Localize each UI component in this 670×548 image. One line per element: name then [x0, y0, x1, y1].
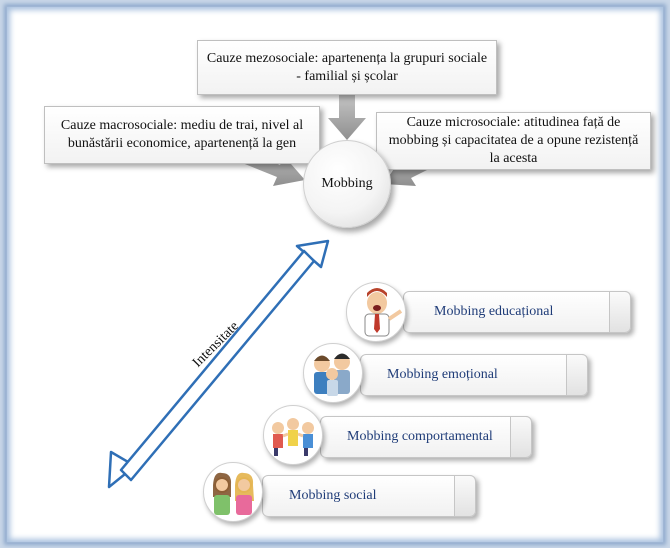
- social-gossip-icon: [203, 462, 263, 522]
- arrow-meso-to-center: [328, 95, 366, 140]
- type-label-behavioral: Mobbing comportamental: [347, 429, 493, 444]
- type-item-behavioral: Mobbing comportamental: [320, 416, 532, 458]
- teacher-shouting-icon: [346, 282, 406, 342]
- mobbing-center-label: Mobbing: [321, 176, 373, 191]
- type-item-emotional: Mobbing emoțional: [360, 354, 588, 396]
- children-fighting-icon: [263, 405, 323, 465]
- pill-cap: [454, 475, 476, 517]
- type-label-educational: Mobbing educațional: [434, 304, 554, 319]
- intensity-arrow: [107, 239, 330, 489]
- cause-meso-box: Cauze mezosociale: apartenența la grupur…: [197, 40, 497, 95]
- type-label-emotional: Mobbing emoțional: [387, 367, 498, 382]
- pill-cap: [566, 354, 588, 396]
- pill-cap: [609, 291, 631, 333]
- type-label-social: Mobbing social: [289, 488, 377, 503]
- pill-cap: [510, 416, 532, 458]
- mobbing-center: Mobbing: [303, 140, 391, 228]
- emotional-group-icon: [303, 343, 363, 403]
- cause-macro-box: Cauze macrosociale: mediu de trai, nivel…: [44, 106, 320, 164]
- cause-micro-text: Cauze microsociale: atitudinea față de m…: [388, 115, 639, 166]
- type-item-educational: Mobbing educațional: [403, 291, 631, 333]
- cause-macro-text: Cauze macrosociale: mediu de trai, nivel…: [60, 118, 304, 151]
- type-item-social: Mobbing social: [262, 475, 476, 517]
- cause-meso-text: Cauze mezosociale: apartenența la grupur…: [206, 50, 488, 84]
- cause-micro-box: Cauze microsociale: atitudinea față de m…: [376, 112, 651, 170]
